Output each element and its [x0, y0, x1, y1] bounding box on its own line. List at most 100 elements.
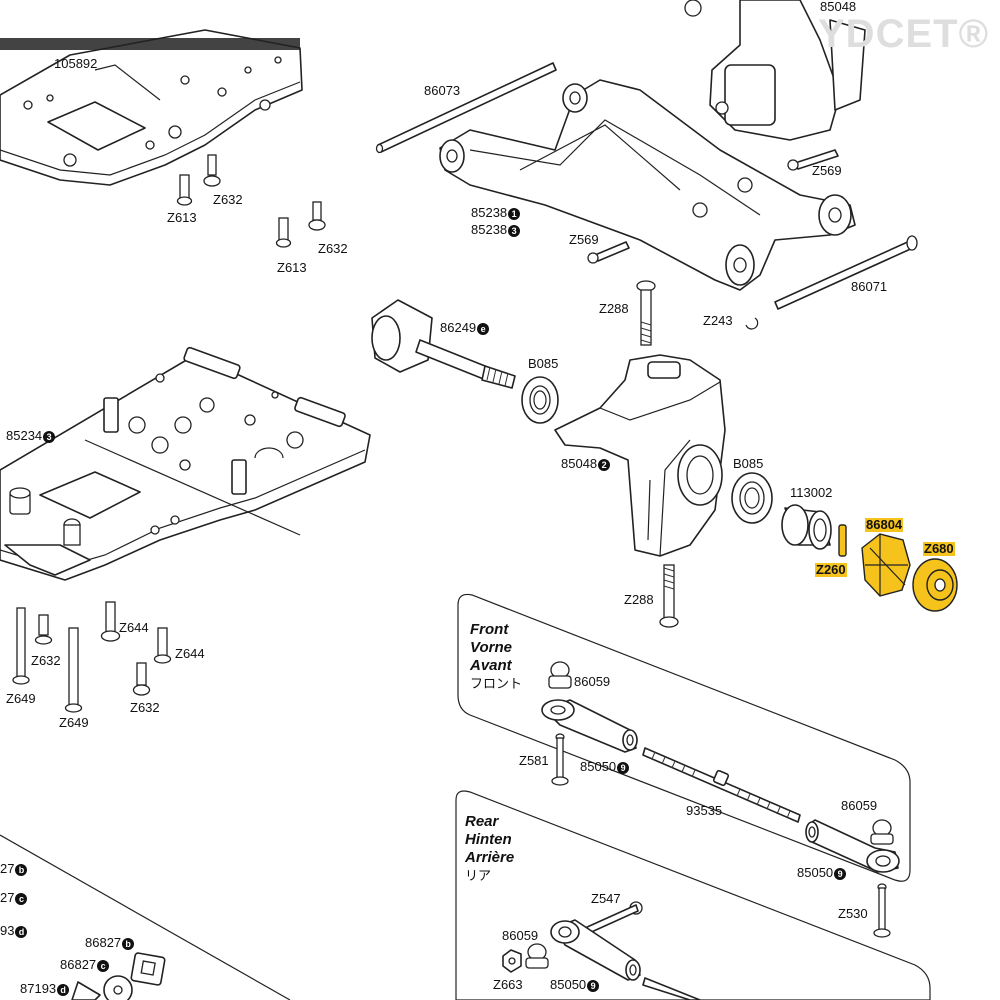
label-z569-top: Z569 — [812, 163, 842, 178]
pin-z547 — [584, 901, 643, 935]
badge-3: 3 — [508, 225, 521, 237]
parts-bottom-left — [71, 952, 166, 1000]
label-z547: Z547 — [591, 891, 621, 906]
label-86073: 86073 — [424, 83, 461, 98]
label-86059-right: 86059 — [841, 798, 878, 813]
spacer-113002 — [781, 504, 832, 550]
badge-e: e — [477, 323, 490, 335]
drive-cup-86249 — [371, 299, 516, 389]
ball-stud-86059-right — [870, 819, 894, 845]
label-z613-b: Z613 — [277, 260, 307, 275]
section-front-fr: Avant — [470, 657, 512, 674]
label-85048-top: 85048 — [820, 0, 857, 14]
chassis-plate-105892 — [0, 29, 303, 186]
label-93535: 93535 — [686, 803, 723, 818]
badge-9b: 9 — [834, 868, 847, 880]
hub-carrier-85048 — [554, 354, 726, 557]
watermark: YDCET® — [818, 12, 990, 56]
screw-z288-top — [636, 280, 656, 346]
section-front-de: Vorne — [470, 639, 512, 656]
label-z680: Z680 — [923, 541, 955, 556]
clip-z243 — [745, 317, 759, 330]
label-z569-mid: Z569 — [569, 232, 599, 247]
bearing-b085-a — [521, 376, 559, 424]
pin-z260 — [838, 524, 847, 557]
rod-end-85050-right — [805, 819, 900, 873]
section-rear-fr: Arrière — [465, 849, 515, 866]
label-z649-a: Z649 — [6, 691, 36, 706]
label-z632-b: Z632 — [318, 241, 348, 256]
label-86059-rear: 86059 — [502, 928, 539, 943]
pin-86073 — [375, 62, 557, 154]
suspension-arm-85238 — [439, 79, 856, 291]
upright-top — [684, 0, 866, 141]
nut-z680 — [912, 558, 958, 612]
label-105892: 105892 — [54, 56, 98, 71]
badge-2: 2 — [598, 459, 611, 471]
label-z288-bottom: Z288 — [624, 592, 654, 607]
pin-z581 — [551, 733, 569, 786]
rod-end-85050-front — [541, 699, 638, 753]
section-front-jp: フロント — [470, 677, 523, 692]
label-b085-a: B085 — [528, 356, 559, 371]
badge-3b: 3 — [43, 431, 56, 443]
screws-top-left — [176, 154, 326, 248]
turnbuckle-93535 — [642, 747, 801, 823]
label-z663: Z663 — [493, 977, 523, 992]
section-rear-de: Hinten — [465, 831, 512, 848]
badge-c1: c — [15, 893, 28, 905]
pin-z530 — [873, 883, 891, 938]
front-box — [457, 593, 911, 882]
nut-z663 — [502, 949, 522, 973]
pin-z569-top — [787, 149, 839, 171]
label-86059-front: 86059 — [574, 674, 611, 689]
screws-lower-left — [12, 601, 172, 713]
badge-1: 1 — [508, 208, 521, 220]
label-z632-a: Z632 — [213, 192, 243, 207]
badge-9c: 9 — [587, 980, 600, 992]
badge-9a: 9 — [617, 762, 630, 774]
label-z530: Z530 — [838, 906, 868, 921]
label-113002: 113002 — [790, 485, 833, 500]
pin-z569-mid — [587, 241, 630, 264]
label-z581: Z581 — [519, 753, 549, 768]
rear-box — [455, 790, 931, 1000]
ball-stud-86059-front — [548, 661, 572, 689]
label-z632-c: Z632 — [31, 653, 61, 668]
section-rear-jp: リア — [465, 869, 492, 884]
section-front-en: Front — [470, 621, 509, 638]
label-z260: Z260 — [815, 562, 847, 577]
label-z644-a: Z644 — [119, 620, 149, 635]
badge-d1: d — [15, 926, 28, 938]
rod-end-85050-rear — [550, 919, 701, 1000]
badge-b1: b — [15, 864, 28, 876]
label-86071: 86071 — [851, 279, 888, 294]
ball-stud-86059-rear — [525, 943, 549, 969]
label-z288-top: Z288 — [599, 301, 629, 316]
badge-d2: d — [57, 984, 70, 996]
bearing-b085-b — [731, 472, 773, 524]
label-z632-d: Z632 — [130, 700, 160, 715]
chassis-plate-85234 — [0, 346, 371, 581]
pin-86071 — [774, 235, 918, 310]
hex-hub-86804 — [861, 533, 911, 597]
screw-z288-bottom — [659, 564, 679, 628]
label-b085-b: B085 — [733, 456, 764, 471]
section-rear-en: Rear — [465, 813, 499, 830]
label-z613-a: Z613 — [167, 210, 197, 225]
label-z649-b: Z649 — [59, 715, 89, 730]
